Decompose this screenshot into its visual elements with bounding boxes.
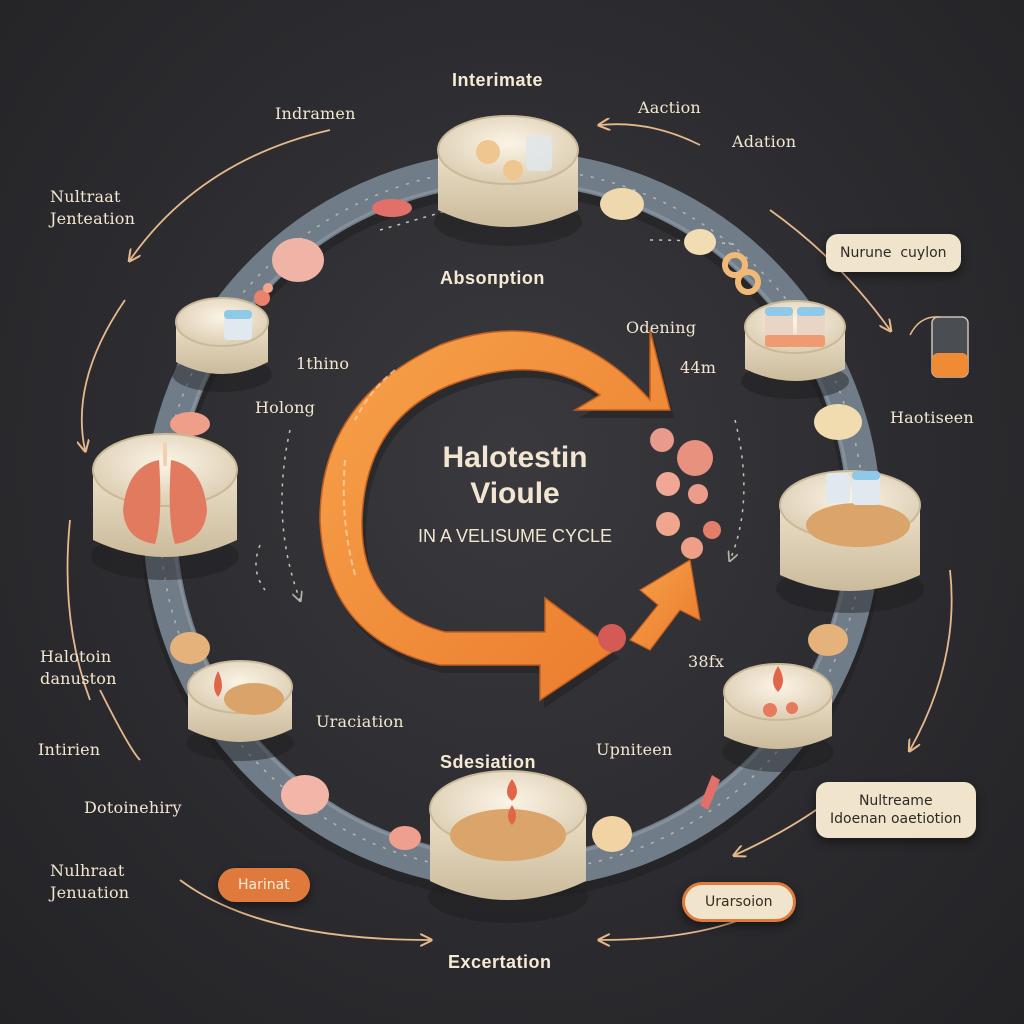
bowl-right — [776, 470, 924, 613]
label-inner-left-2: Holong — [255, 398, 316, 417]
diagram-title-line-1: Halotestin — [442, 441, 588, 474]
pill-bottom-left: Harinat — [218, 868, 310, 902]
diagram-title-block: Halotestin Vioule IN A VELISUME CYCLE — [380, 440, 650, 547]
central-cycle-arrow — [319, 329, 674, 708]
stage-label-bottom: Excertation — [448, 952, 552, 972]
label-inner-bottom-right: Upniteen — [596, 740, 673, 759]
bowl-lower-right — [722, 663, 834, 772]
label-left-bottom: Nulhraat Jenuation — [50, 861, 130, 902]
bowl-left-lungs — [91, 433, 239, 580]
vial — [909, 316, 969, 378]
secondary-arrow — [629, 559, 701, 651]
bowl-upper-right — [741, 300, 849, 399]
sample-pills — [170, 188, 862, 852]
label-top-left: Indramen — [275, 104, 356, 123]
label-left-lower: Halotoin danuston — [40, 647, 117, 688]
bowl-lower-left — [186, 660, 294, 761]
callout-right-bottom: Nultreame Idoenan oaetiotion — [816, 782, 976, 838]
label-inner-bottom-left: Uraciation — [316, 712, 404, 731]
diagram-subtitle: IN A VELISUME CYCLE — [417, 526, 613, 546]
diagram-title-line-2: Vioule — [470, 477, 560, 510]
stage-label-top-inner: Absoпption — [440, 268, 545, 288]
label-right-middle: Haotiseen — [890, 408, 974, 427]
stage-label-bottom-inner: Sdesiation — [440, 752, 537, 772]
label-top-right-2: Adation — [732, 132, 797, 151]
bowl-bottom — [428, 770, 588, 923]
callout-right-top: Nurune cuylon — [826, 234, 961, 272]
stage-label-top: Interimate — [452, 70, 544, 90]
label-left-intirien: Intirien — [38, 740, 101, 759]
label-left-doto: Dotoinehiry — [84, 798, 182, 817]
label-inner-arrow-right: 38fx — [688, 652, 725, 671]
bowl-top — [434, 115, 582, 246]
label-left-upper: Nultraat Jenteation — [50, 187, 136, 228]
bowl-upper-left — [172, 297, 272, 392]
label-top-right-1: Aaction — [638, 98, 701, 117]
label-inner-left-1: 1thino — [296, 354, 350, 373]
label-inner-right-1: Odening — [626, 318, 697, 337]
label-inner-right-2: 44m — [680, 358, 717, 377]
pill-bottom-right: Urarsoion — [682, 882, 796, 922]
